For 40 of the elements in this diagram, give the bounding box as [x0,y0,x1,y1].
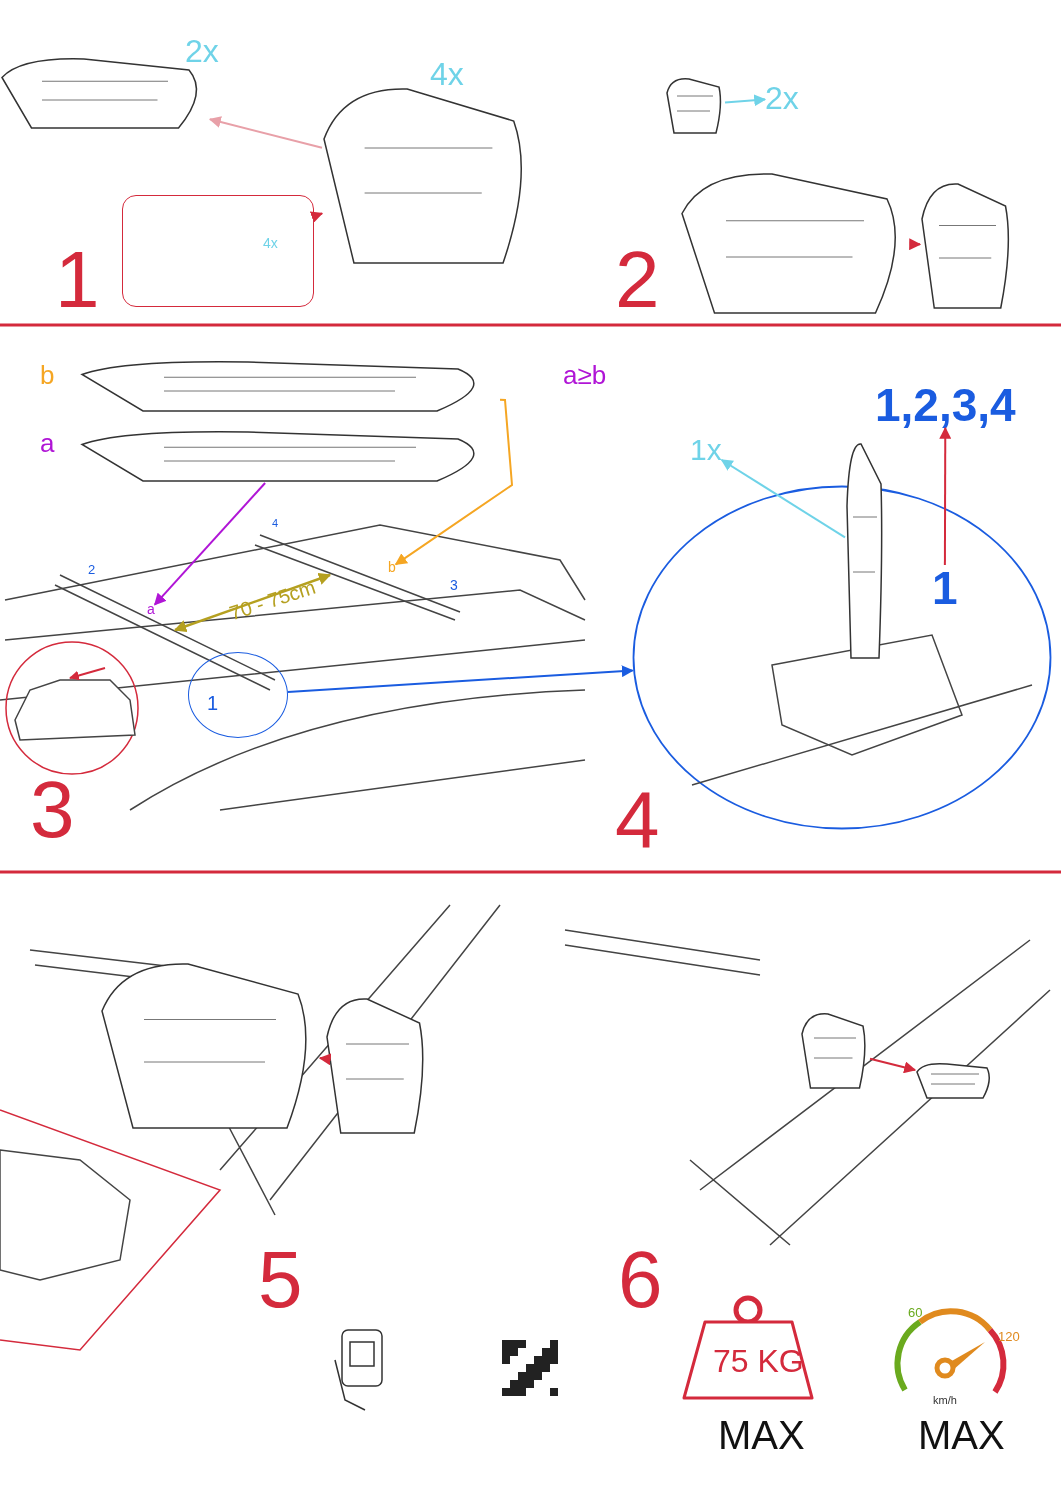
inset-frame [122,195,314,307]
quantity-label: 2x [185,35,219,67]
scale-number: 120 [998,1330,1020,1343]
foot-sequence-label: 1,2,3,4 [875,379,1016,431]
position-label: a [147,601,155,617]
step-label: 1 [932,562,958,614]
arrow [909,238,922,251]
arrow [939,426,952,566]
position-number: 1 [207,693,219,713]
position-label: b [388,559,396,575]
step-number: 5 [258,1240,303,1320]
step-number: 3 [30,770,75,850]
step-number: 2 [615,240,660,320]
quantity-label: 1x [690,433,722,466]
max-label: MAX [918,1415,1005,1455]
crossbar-label: a [40,430,55,456]
comparison-label: a≥b [563,362,607,388]
position-number: 3 [450,578,458,592]
arrow [720,459,846,539]
crossbar-label: b [40,362,55,388]
max-label: MAX [718,1415,805,1455]
quantity-label: 4x [430,58,464,90]
step-number: 4 [615,780,660,860]
step-number: 6 [618,1240,663,1320]
weight-label: 75 KG [713,1345,804,1377]
unit-label: km/h [933,1395,957,1406]
arrow [309,211,324,223]
step-number: 1 [55,240,100,320]
position-number: 4 [272,518,279,529]
arrow [208,116,323,149]
scale-number: 60 [908,1306,923,1319]
arrow [724,94,767,107]
quantity-label: 2x [765,80,799,116]
arrow [394,398,514,566]
arrow [318,1053,332,1066]
position-number: 2 [88,563,96,576]
arrow [869,1057,917,1074]
arrow [153,482,267,606]
arrow [286,665,634,693]
quantity-label: 4x [263,236,278,250]
